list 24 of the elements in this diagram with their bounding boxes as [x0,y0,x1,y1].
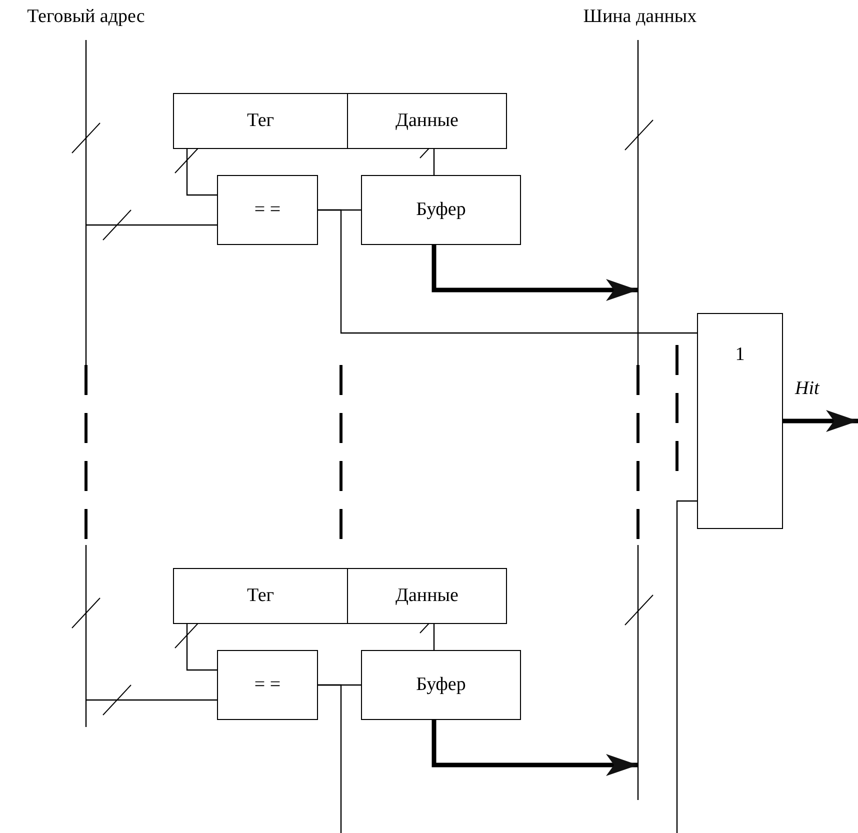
tag-field: Тег [173,568,348,624]
bus-label: Теговый адрес [26,6,146,28]
connector-line [186,149,217,196]
connector-line [85,699,217,701]
arrow [432,245,638,301]
comparator-box: = = [217,650,318,720]
connector-line [433,149,435,175]
connector-line [676,500,697,833]
data-field: Данные [347,568,507,624]
tag-field: Тег [173,93,348,149]
buffer-box: Буфер [361,650,521,720]
connector-line [186,624,217,671]
connector-line [318,684,342,833]
connector-line [318,209,697,334]
edge-label: Hit [795,378,820,400]
arrow [783,410,858,432]
or-gate-box: 1 [697,313,783,529]
connector-line [433,624,435,650]
arrow [432,720,638,776]
buffer-box: Буфер [361,175,521,245]
comparator-box: = = [217,175,318,245]
connector-line [85,224,217,226]
bus-label: Шина данных [582,6,698,28]
data-field: Данные [347,93,507,149]
